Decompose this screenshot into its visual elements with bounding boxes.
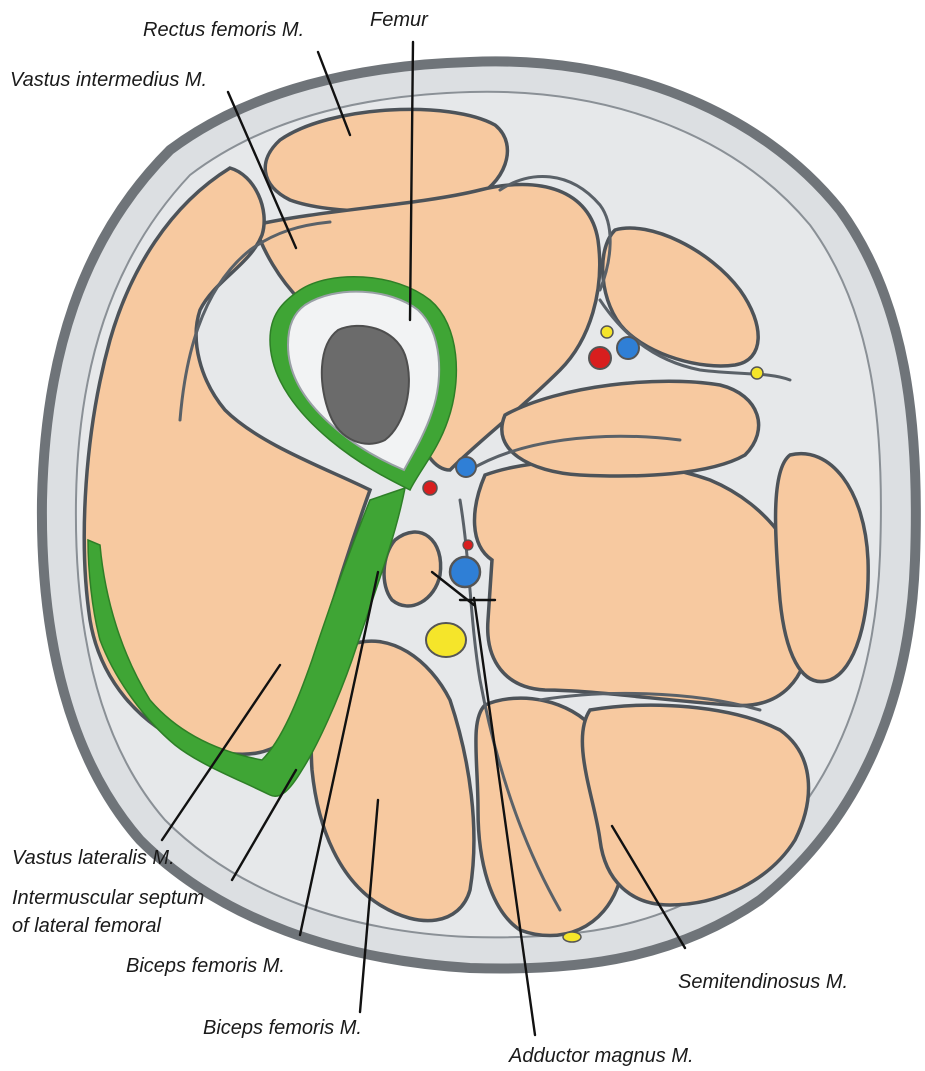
label-femur: Femur bbox=[370, 9, 429, 31]
label-semitendinosus: Semitendinosus M. bbox=[678, 971, 848, 993]
biceps-femoris-short-muscle bbox=[384, 532, 441, 606]
sciatic-nerve bbox=[426, 623, 466, 657]
label-septum-line2: of lateral femoral bbox=[12, 915, 162, 937]
perforating-artery bbox=[423, 481, 437, 495]
saphenous-nerve bbox=[601, 326, 613, 338]
femur-marrow bbox=[322, 326, 409, 444]
femoral-artery bbox=[589, 347, 611, 369]
label-rectus-femoris: Rectus femoris M. bbox=[143, 19, 304, 41]
perforating-vein bbox=[456, 457, 476, 477]
label-vastus-intermedius: Vastus intermedius M. bbox=[10, 69, 207, 91]
deep-femoral-vein bbox=[450, 557, 480, 587]
label-septum-line1: Intermuscular septum bbox=[12, 887, 204, 909]
great-saphenous-vein-dot bbox=[751, 367, 763, 379]
posterior-cutaneous-nerve bbox=[563, 932, 581, 942]
femoral-vein bbox=[617, 337, 639, 359]
small-artery bbox=[463, 540, 473, 550]
label-adductor-magnus: Adductor magnus M. bbox=[508, 1045, 694, 1067]
label-biceps-femoris-2: Biceps femoris M. bbox=[203, 1017, 362, 1039]
label-vastus-lateralis: Vastus lateralis M. bbox=[12, 847, 175, 869]
label-biceps-femoris-1: Biceps femoris M. bbox=[126, 955, 285, 977]
